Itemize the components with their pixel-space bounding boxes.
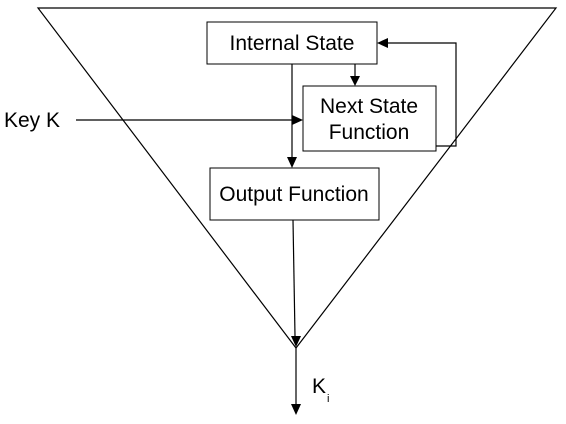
state-to-output-arrow — [287, 64, 297, 168]
state-to-next-state-arrow — [350, 64, 360, 86]
output-function-label: Output Function — [219, 183, 368, 206]
next-state-label-line1: Next State — [320, 95, 418, 118]
keystream-output-subscript: i — [327, 393, 329, 405]
internal-state-box: Internal State — [206, 21, 378, 65]
output-function-box: Output Function — [209, 167, 380, 221]
key-input-label: Key K — [4, 109, 60, 132]
output-to-apex-arrow — [291, 219, 301, 347]
keystream-output-arrow — [291, 348, 301, 415]
generator-triangle — [36, 7, 558, 349]
feedback-arrow — [377, 38, 457, 147]
keystream-output-label: K — [312, 375, 326, 398]
key-to-next-state-arrow — [76, 115, 303, 125]
internal-state-label: Internal State — [230, 32, 355, 55]
next-state-label-line2: Function — [329, 121, 410, 144]
next-state-function-box: Next State Function — [302, 85, 437, 152]
